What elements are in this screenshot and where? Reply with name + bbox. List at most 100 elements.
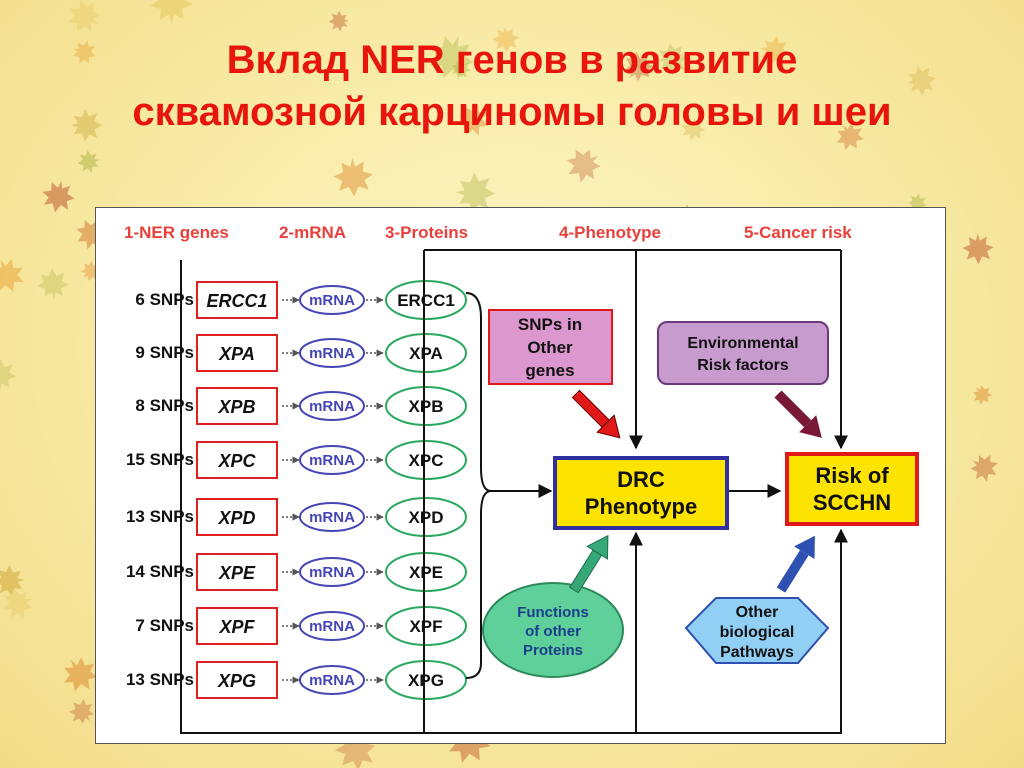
snp-count: 13 SNPs (126, 507, 194, 526)
gene-box (196, 607, 278, 645)
gene-label: XPE (218, 563, 256, 583)
autumn-leaf (656, 42, 689, 76)
stage-header: 4-Phenotype (559, 223, 661, 242)
functions-line-1: Functions (517, 604, 589, 621)
protein-label: XPD (409, 508, 444, 527)
snps-other-line-3: genes (525, 361, 574, 380)
autumn-leaf (429, 35, 474, 79)
mrna-ellipse (299, 338, 365, 368)
protein-ellipse (385, 386, 467, 426)
autumn-leaf (0, 564, 25, 597)
functions-to-drc-arrow (569, 534, 609, 594)
gene-label: XPF (218, 617, 255, 637)
protein-label: XPF (409, 617, 442, 636)
snp-count: 6 SNPs (135, 290, 194, 309)
slide-title-line-2: сквамозной карциномы головы и шеи (132, 90, 892, 134)
gene-label: XPB (217, 397, 255, 417)
protein-ellipse (385, 606, 467, 646)
slide-title: Вклад NER генов в развитие сквамозной ка… (0, 34, 1024, 138)
mrna-label: mRNA (309, 292, 355, 309)
mrna-ellipse (299, 557, 365, 587)
mrna-label: mRNA (309, 564, 355, 581)
snp-count: 14 SNPs (126, 562, 194, 581)
gene-box (196, 661, 278, 699)
slide-title-line-1: Вклад NER генов в развитие (226, 38, 798, 82)
protein-ellipse (385, 333, 467, 373)
pathways-line-3: Pathways (720, 644, 794, 661)
snps-to-drc-arrow (571, 389, 621, 439)
risk-line-1: Risk of (815, 463, 889, 488)
snps-other-line-2: Other (527, 338, 573, 357)
autumn-leaf (566, 149, 601, 183)
gene-box (196, 441, 278, 479)
gene-label: ERCC1 (206, 291, 267, 311)
protein-ellipse (385, 660, 467, 700)
mrna-label: mRNA (309, 618, 355, 635)
pathways-line-2: biological (720, 624, 795, 641)
gene-box (196, 334, 278, 372)
mrna-ellipse (299, 285, 365, 315)
snps-other-line-1: SNPs in (518, 315, 582, 334)
autumn-leaf (70, 108, 103, 142)
gene-box (196, 498, 278, 536)
gene-box (196, 387, 278, 425)
thick-arrows (569, 389, 822, 594)
autumn-leaf (451, 59, 472, 79)
snps-other-genes-box: SNPs in Other genes (488, 309, 613, 385)
autumn-leaf (68, 698, 94, 725)
autumn-leaf (836, 122, 864, 151)
autumn-leaf (458, 104, 489, 136)
risk-line-2: SCCHN (813, 490, 891, 515)
pathways-to-risk-arrow (776, 535, 815, 593)
autumn-leaf (970, 454, 998, 482)
autumn-leaf (328, 10, 349, 32)
autumn-leaf (492, 26, 520, 53)
autumn-leaf (3, 588, 32, 619)
autumn-leaf (681, 117, 706, 141)
protein-label: XPC (409, 451, 444, 470)
snp-count: 7 SNPs (135, 616, 194, 635)
protein-label: XPE (409, 563, 443, 582)
autumn-leaf (906, 65, 936, 96)
snp-count: 15 SNPs (126, 450, 194, 469)
protein-ellipse (385, 497, 467, 537)
drc-phenotype-line-2: Phenotype (585, 494, 697, 519)
autumn-leaf (962, 233, 994, 265)
biological-pathways-hexagon: Other biological Pathways (684, 597, 830, 664)
gene-label: XPD (217, 508, 255, 528)
autumn-leaf (42, 181, 75, 213)
protein-label: XPA (409, 344, 443, 363)
mrna-ellipse (299, 665, 365, 695)
gene-row: 7 SNPs XPF mRNA XPF (135, 606, 467, 646)
autumn-leaf (73, 40, 96, 64)
mrna-ellipse (299, 611, 365, 641)
env-to-risk-arrow (774, 390, 822, 438)
functions-other-proteins-ellipse: Functions of other Proteins (482, 582, 624, 678)
environmental-line-2: Risk factors (697, 357, 789, 374)
autumn-leaf (455, 172, 496, 214)
autumn-leaf (760, 36, 790, 66)
protein-label: ERCC1 (397, 291, 455, 310)
mrna-ellipse (299, 391, 365, 421)
gene-label: XPA (218, 344, 255, 364)
snp-count: 13 SNPs (126, 670, 194, 689)
autumn-leaf (972, 385, 993, 405)
environmental-line-1: Environmental (687, 335, 798, 352)
pathways-line-1: Other (736, 604, 779, 621)
drc-phenotype-line-1: DRC (617, 467, 665, 492)
stage-header: 1-NER genes (124, 223, 229, 242)
snp-count: 8 SNPs (135, 396, 194, 415)
autumn-leaf (624, 51, 654, 82)
mrna-label: mRNA (309, 345, 355, 362)
autumn-leaf (64, 657, 98, 692)
drc-phenotype-box: DRC Phenotype (553, 456, 729, 530)
gene-row: 6 SNPs ERCC1 mRNA ERCC1 (135, 280, 467, 320)
autumn-leaf (77, 150, 100, 173)
protein-label: XPG (408, 671, 444, 690)
